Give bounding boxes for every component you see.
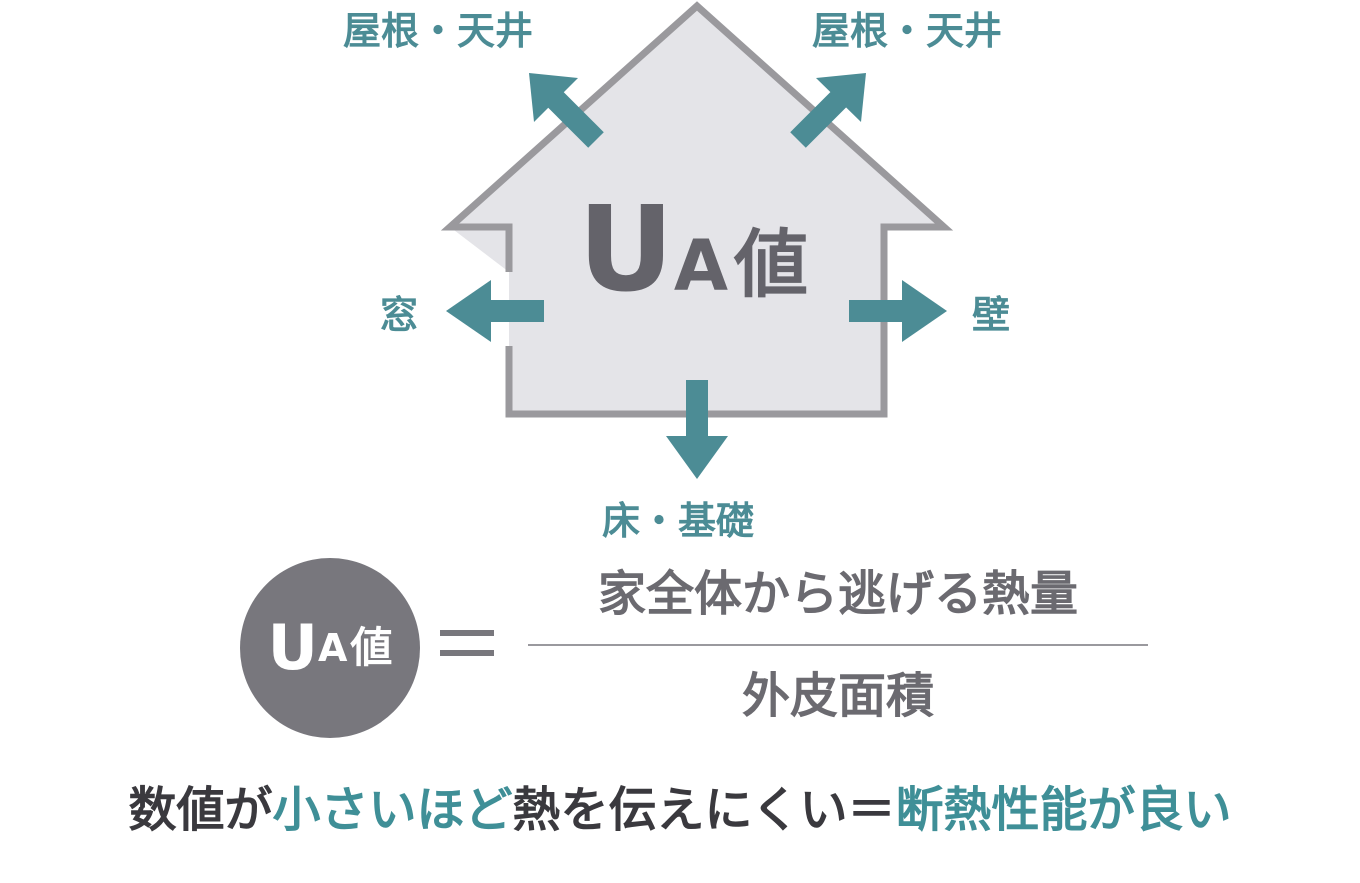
label-window: 窓 [380,293,419,337]
conclusion-part-1: 数値が [128,782,273,838]
ua-kanji: 値 [734,222,809,308]
formula-denominator: 外皮面積 [741,668,934,724]
arrow-roof-left [529,73,604,148]
ua-circle-a: A [317,626,348,670]
arrow-wall [849,280,947,342]
label-wall: 壁 [972,293,1011,337]
label-roof-left: 屋根・天井 [343,9,534,53]
conclusion-part-4: 断熱性能が良い [895,782,1232,838]
ua-circle-u: U [267,611,318,684]
formula-numerator: 家全体から逃げる熱量 [597,566,1078,622]
conclusion-text: 数値が小さいほど熱を伝えにくい＝断熱性能が良い [0,786,1360,834]
arrow-window [446,280,544,342]
ua-value-house-label: UA値 [578,190,808,308]
label-floor: 床・基礎 [602,499,755,543]
equals-sign [440,620,494,662]
conclusion-part-2: 小さいほど [272,782,513,838]
house-border [440,1,954,418]
fraction-line [528,644,1148,646]
ua-a-letter: A [673,225,729,307]
label-roof-right: 屋根・天井 [812,9,1003,53]
conclusion-part-3: 熱を伝えにくい＝ [512,782,896,838]
arrow-floor [666,380,728,479]
house-body-fill [450,6,944,414]
ua-u-letter: U [578,180,674,318]
arrow-roof-right [790,73,866,148]
ua-circle-kanji: 値 [350,623,393,672]
heat-loss-diagram [440,1,954,479]
